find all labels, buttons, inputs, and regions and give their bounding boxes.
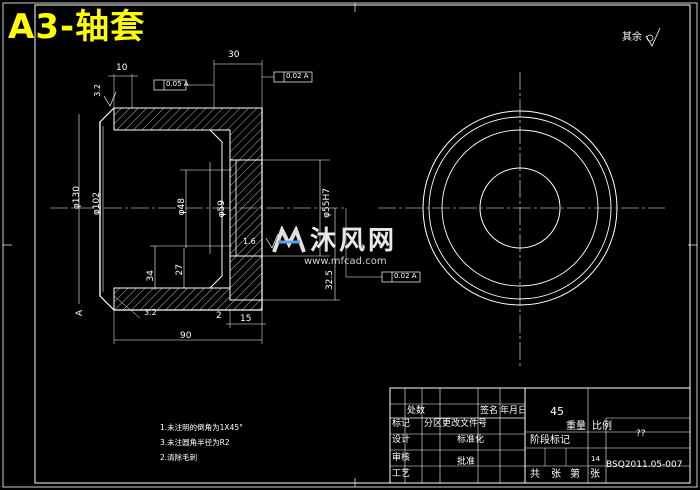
tb-row-date: 年月日	[500, 406, 528, 416]
scale-value: ??	[636, 429, 646, 439]
tb-drawing-no: BSQ2011.05-007	[606, 460, 683, 470]
dim-dia-h7: φ55H7	[322, 188, 332, 218]
tb-row-sign: 签名	[480, 406, 499, 416]
dim-dia-59: φ59	[217, 200, 227, 218]
note-2: 3.未注圆角半径为R2	[160, 438, 230, 447]
watermark: 沐风网	[272, 226, 397, 256]
tb-standardize: 标准化	[457, 435, 485, 445]
tolerance-frame-2: 0.02 A	[286, 72, 309, 80]
weight-label: 重量	[566, 421, 586, 432]
tolerance-frame-3: 0.02 A	[394, 272, 417, 280]
hatched-wall-top	[113, 107, 263, 301]
watermark-text: 沐风网	[310, 226, 398, 256]
note-3: 2.清除毛刺	[160, 453, 198, 462]
tb-process: 工艺	[392, 469, 411, 479]
bore-outline	[114, 129, 223, 289]
endview-outer-circle	[422, 110, 618, 306]
tb-sheet-label: 张	[590, 469, 600, 480]
dim-2: 2	[216, 311, 222, 321]
endview-ring-circle	[428, 116, 612, 300]
material: 45	[550, 405, 564, 418]
surface-finish-left: 3.2	[93, 84, 102, 97]
dim-27: 27	[175, 264, 185, 276]
dim-32-5: 32.5	[325, 270, 335, 291]
title-block	[389, 387, 691, 484]
tb-design: 设计	[392, 435, 411, 445]
watermark-url: www.mfcad.com	[304, 256, 387, 267]
endview-mid-circle	[441, 129, 599, 287]
tb-approve: 批准	[457, 457, 476, 467]
mfcad-logo-icon	[272, 226, 306, 253]
endview-bore-circle	[479, 167, 561, 249]
note-1: 1.未注明的倒角为1X45°	[160, 423, 243, 432]
tb-row-count: 处数	[407, 406, 426, 416]
dim-34: 34	[146, 270, 156, 282]
dim-dia-48: φ48	[177, 198, 187, 216]
tb-sheet-no: 第	[570, 469, 580, 480]
tolerance-frame-1: 0.05 A	[166, 80, 189, 88]
stage-mark-label: 阶段标记	[530, 435, 570, 446]
dim-15: 15	[240, 314, 252, 324]
dim-dia-outer: φ130	[72, 186, 82, 210]
inner-border	[34, 4, 691, 484]
roughness-note: 其余	[622, 32, 642, 43]
surface-finish-right: 1.6	[243, 237, 256, 246]
tb-sheets-label: 张	[551, 469, 561, 480]
tb-row-mark: 标记	[392, 419, 411, 429]
datum-a: A	[75, 310, 85, 317]
scale-label: 比例	[592, 421, 612, 432]
tb-sheets-total: 共	[530, 469, 540, 480]
dim-90: 90	[180, 331, 192, 341]
dim-10: 10	[116, 63, 128, 73]
tb-review: 审核	[392, 453, 411, 463]
drawing-title: A3-轴套	[8, 7, 146, 47]
tb-val-14: 14	[591, 455, 600, 463]
dim-dia-bore: φ102	[92, 192, 102, 216]
dim-30: 30	[228, 50, 240, 60]
tb-row-zone: 分区	[424, 419, 443, 429]
part-outline	[99, 107, 263, 311]
tb-row-file: 更改文件号	[442, 419, 488, 429]
surface-finish-bottom: 3.2	[144, 308, 157, 317]
